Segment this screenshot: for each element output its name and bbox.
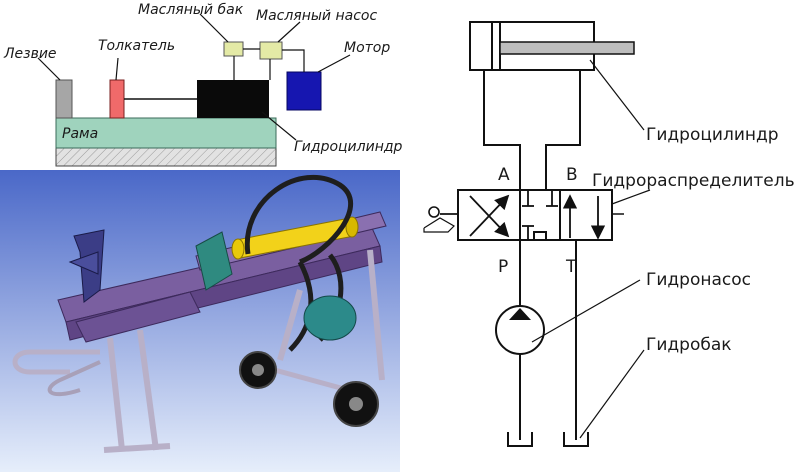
front-leg-2 — [137, 329, 159, 451]
label-frame: Рама — [62, 126, 98, 142]
line-p-return — [533, 231, 547, 240]
leader-cylinder — [261, 111, 297, 141]
leader-sch-cylinder — [589, 59, 645, 131]
label-sch-pump: Гидронасос — [646, 270, 751, 290]
label-sch-tank: Гидробак — [646, 335, 732, 355]
leader-sch-pump — [531, 279, 641, 343]
label-oil-tank: Масляный бак — [138, 2, 244, 18]
port-label-p: P — [498, 257, 508, 277]
base-hatch — [55, 147, 277, 167]
front-leg — [107, 337, 125, 451]
wheel-right-hub — [349, 397, 363, 411]
label-pusher: Толкатель — [98, 38, 175, 54]
leader-motor — [317, 54, 351, 73]
pusher-block — [109, 79, 125, 119]
label-cylinder: Гидроцилиндр — [294, 139, 403, 155]
valve-actuator-lever — [423, 217, 455, 233]
oil-tank-block — [223, 41, 244, 57]
push-plate — [195, 231, 233, 291]
valve-actuator-knob — [428, 206, 440, 218]
hydraulic-hose-1 — [244, 174, 354, 265]
line-cyl-b — [545, 70, 581, 190]
tow-handle — [12, 349, 100, 375]
leader-sch-valve — [611, 189, 651, 205]
simple-layout-diagram: Лезвие Толкатель Масляный бак Масляный н… — [3, 2, 403, 167]
wheel-left-hub — [252, 364, 264, 376]
label-blade: Лезвие — [3, 46, 57, 62]
wedge-blade — [68, 251, 99, 275]
label-sch-cylinder: Гидроцилиндр — [646, 125, 779, 145]
port-label-b: B — [566, 165, 578, 185]
tank-left — [507, 432, 533, 447]
leader-pump — [277, 21, 301, 43]
port-label-a: A — [498, 165, 510, 185]
port-label-t: T — [565, 257, 577, 277]
label-oil-pump: Масляный насос — [256, 8, 377, 24]
tow-handle-2 — [47, 360, 101, 397]
schematic-rod — [499, 41, 635, 55]
rear-leg-2 — [277, 289, 303, 361]
log-cradle — [75, 291, 201, 343]
cylinder-rear-cap — [231, 238, 245, 260]
cylinder-block — [197, 80, 269, 118]
leader-tank — [199, 13, 229, 43]
valve-right-box — [559, 189, 613, 241]
leader-blade — [37, 57, 61, 81]
tank-right — [563, 432, 589, 447]
render-motor — [303, 295, 357, 341]
hydraulic-schematic: A B P T Гидроцилиндр Гидрораспределитель… — [423, 21, 795, 447]
valve-cross-2 — [469, 195, 510, 238]
pipe-pump-motor — [282, 49, 305, 72]
rear-leg — [367, 249, 385, 381]
log-splitter-render — [0, 170, 400, 472]
frame-block — [55, 117, 277, 149]
label-sch-valve: Гидрораспределитель — [592, 171, 795, 191]
leader-sch-tank — [579, 349, 645, 439]
cylinder-end-cap — [345, 216, 359, 238]
motor-block — [286, 71, 322, 111]
line-cyl-a — [483, 70, 521, 190]
blade-block — [55, 79, 73, 119]
label-motor: Мотор — [344, 40, 390, 56]
leader-pusher — [115, 57, 119, 81]
schematic-pump-arrow — [509, 308, 531, 320]
foot-bar — [103, 443, 171, 453]
oil-pump-block — [259, 41, 283, 60]
